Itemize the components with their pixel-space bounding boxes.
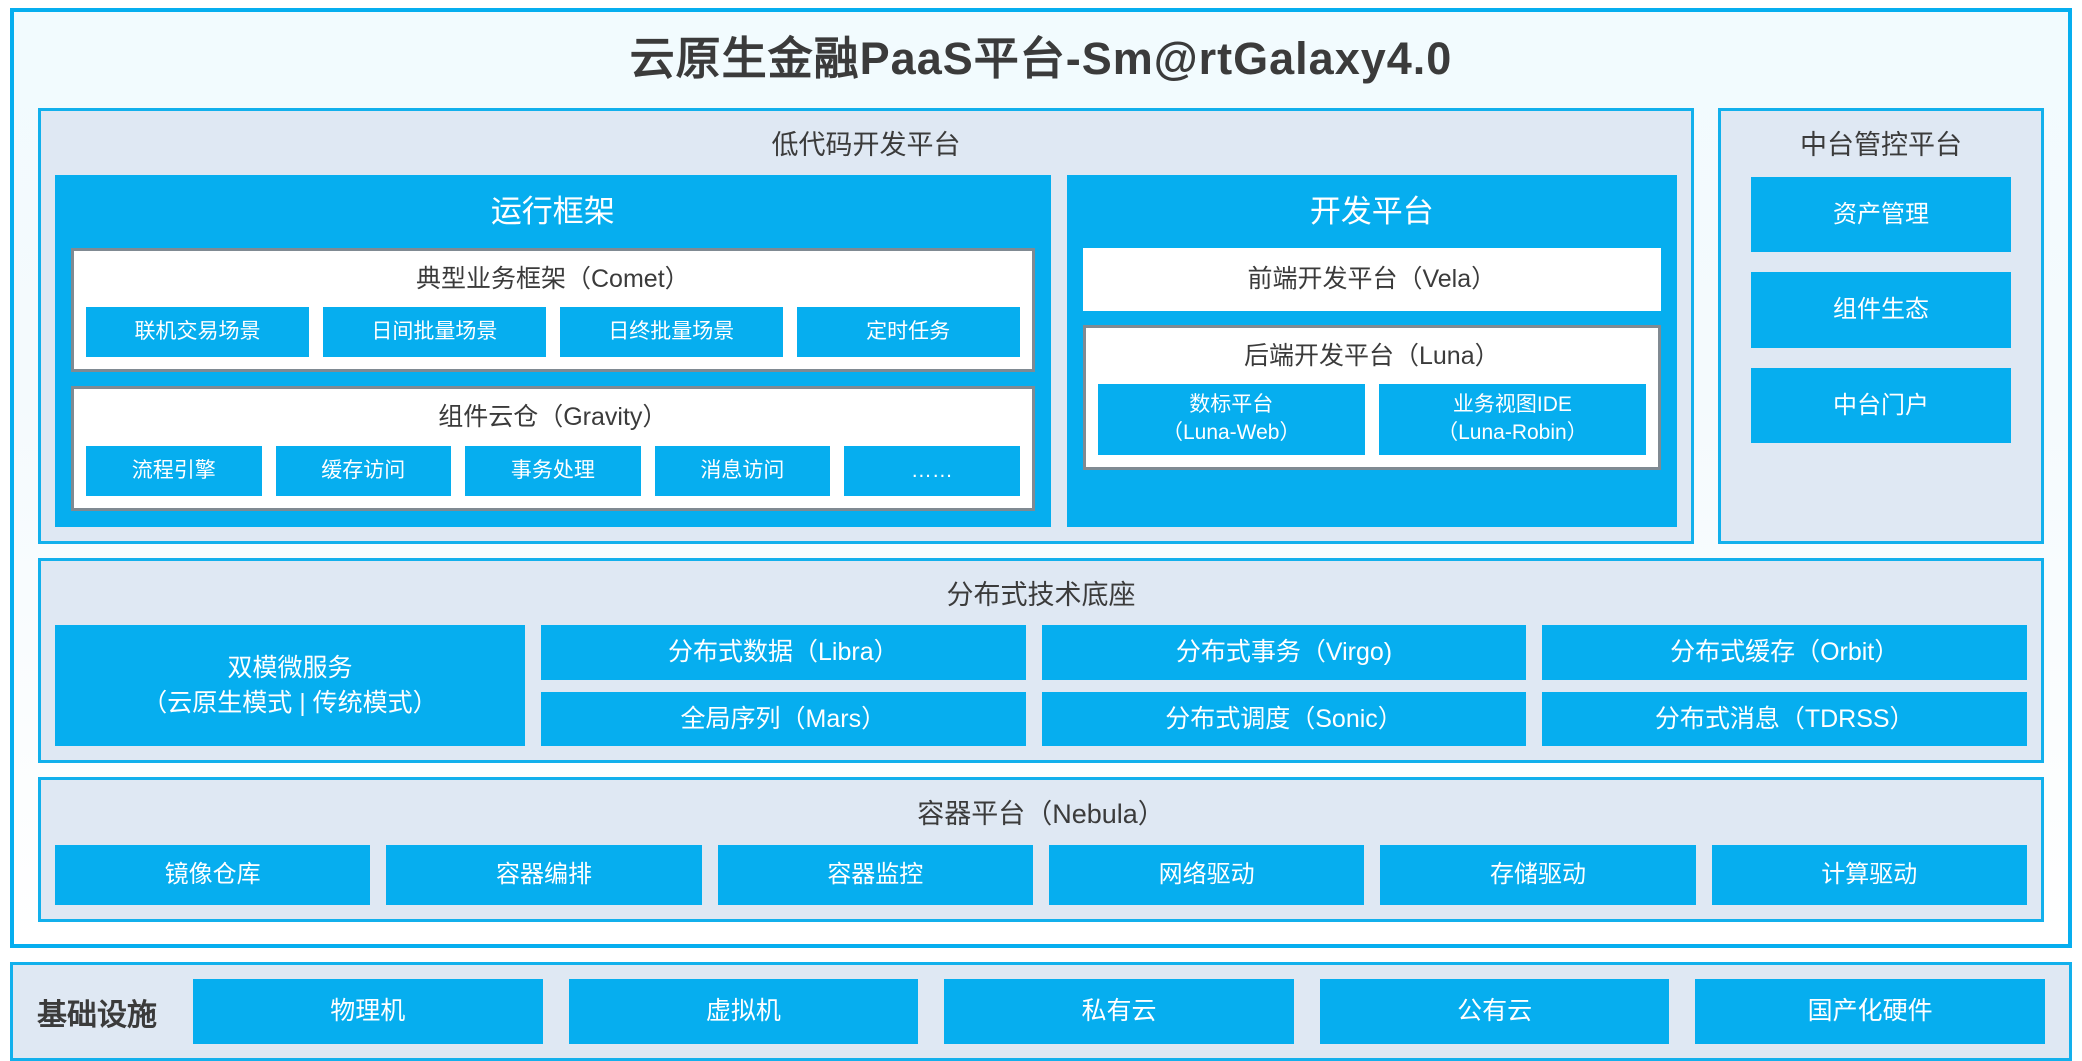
infra-cell-domestic-hardware[interactable]: 国产化硬件 (1695, 979, 2045, 1044)
dual-mode-microservice-column: 双模微服务 （云原生模式 | 传统模式） (55, 625, 525, 747)
infra-cell-public-cloud[interactable]: 公有云 (1319, 979, 1670, 1044)
console-platform-title: 中台管控平台 (1800, 129, 1962, 160)
comet-chip-row: 联机交易场景 日间批量场景 日终批量场景 定时任务 (86, 307, 1020, 358)
infra-cell-virtual-machine[interactable]: 虚拟机 (568, 979, 919, 1044)
gravity-box: 组件云仓（Gravity） 流程引擎 缓存访问 事务处理 消息访问 …… (71, 386, 1035, 511)
distributed-base-panel: 分布式技术底座 双模微服务 （云原生模式 | 传统模式） 分布式数据（Libra… (38, 557, 2044, 764)
gravity-chip-cache-access[interactable]: 缓存访问 (275, 445, 452, 496)
luna-chip-luna-web[interactable]: 数标平台 （Luna-Web） (1097, 384, 1365, 455)
container-cell-image-registry[interactable]: 镜像仓库 (55, 844, 371, 906)
vela-title: 前端开发平台（Vela） (1247, 264, 1497, 293)
container-platform-title: 容器平台（Nebula） (917, 799, 1165, 830)
comet-box: 典型业务框架（Comet） 联机交易场景 日间批量场景 日终批量场景 定时任务 (71, 247, 1035, 373)
console-item-portal[interactable]: 中台门户 (1751, 367, 2011, 443)
lowcode-columns: 运行框架 典型业务框架（Comet） 联机交易场景 日间批量场景 日终批量场景 … (55, 175, 1677, 527)
distributed-base-title: 分布式技术底座 (946, 579, 1136, 610)
console-item-asset-management[interactable]: 资产管理 (1751, 177, 2011, 253)
gravity-chip-more[interactable]: …… (844, 445, 1020, 496)
luna-box: 后端开发平台（Luna） 数标平台 （Luna-Web） 业务视图IDE （Lu… (1082, 324, 1661, 470)
distributed-column-2: 分布式事务（Virgo) 分布式调度（Sonic） (1041, 625, 1527, 747)
luna-title: 后端开发平台（Luna） (1244, 341, 1500, 370)
distributed-grid: 双模微服务 （云原生模式 | 传统模式） 分布式数据（Libra） 全局序列（M… (55, 625, 2028, 747)
console-item-component-ecosystem[interactable]: 组件生态 (1751, 272, 2011, 348)
container-cell-compute-driver[interactable]: 计算驱动 (1711, 844, 2027, 906)
comet-chip-intraday-batch[interactable]: 日间批量场景 (322, 307, 546, 358)
dist-cell-sonic[interactable]: 分布式调度（Sonic） (1041, 691, 1527, 747)
gravity-chip-message-access[interactable]: 消息访问 (654, 445, 831, 496)
development-platform-card: 开发平台 前端开发平台（Vela） 后端开发平台（Luna） 数标平台 (1066, 175, 1677, 527)
development-platform-title: 开发平台 (1309, 194, 1434, 230)
luna-chip-row: 数标平台 （Luna-Web） 业务视图IDE （Luna-Robin） (1097, 384, 1647, 455)
container-cell-orchestration[interactable]: 容器编排 (386, 844, 702, 906)
gravity-chip-row: 流程引擎 缓存访问 事务处理 消息访问 …… (86, 445, 1020, 496)
infra-cell-private-cloud[interactable]: 私有云 (944, 979, 1294, 1044)
container-cell-storage-driver[interactable]: 存储驱动 (1380, 844, 1696, 906)
infrastructure-label: 基础设施 (37, 998, 157, 1032)
infra-cell-physical-machine[interactable]: 物理机 (193, 979, 543, 1044)
luna-robin-sub: （Luna-Robin） (1437, 421, 1588, 445)
dual-mode-line-2: （云原生模式 | 传统模式） (142, 688, 438, 717)
dist-cell-libra[interactable]: 分布式数据（Libra） (541, 625, 1026, 680)
lowcode-platform-title: 低代码开发平台 (771, 129, 961, 160)
luna-web-label: 数标平台 (1189, 393, 1274, 416)
vela-box: 前端开发平台（Vela） (1082, 247, 1661, 311)
distributed-column-1: 分布式数据（Libra） 全局序列（Mars） (541, 625, 1026, 747)
container-cell-monitoring[interactable]: 容器监控 (717, 844, 1033, 906)
infrastructure-strip: 基础设施 物理机 虚拟机 私有云 公有云 国产化硬件 (10, 962, 2072, 1061)
development-platform-body: 前端开发平台（Vela） 后端开发平台（Luna） 数标平台 （Luna-Web… (1082, 247, 1661, 511)
container-platform-panel: 容器平台（Nebula） 镜像仓库 容器编排 容器监控 网络驱动 存储驱动 计算… (38, 777, 2044, 923)
luna-chip-luna-robin[interactable]: 业务视图IDE （Luna-Robin） (1378, 384, 1647, 455)
dual-mode-microservice-text: 双模微服务 （云原生模式 | 传统模式） (142, 651, 437, 720)
comet-chip-online-trade[interactable]: 联机交易场景 (86, 307, 309, 358)
runtime-framework-title: 运行框架 (490, 194, 615, 230)
runtime-framework-body: 典型业务框架（Comet） 联机交易场景 日间批量场景 日终批量场景 定时任务 … (71, 247, 1035, 511)
top-row: 低代码开发平台 运行框架 典型业务框架（Comet） 联机交易场景 日间批量场景 (38, 107, 2044, 544)
console-item-list: 资产管理 组件生态 中台门户 (1735, 175, 2027, 449)
container-cell-network-driver[interactable]: 网络驱动 (1048, 844, 1365, 906)
gravity-title: 组件云仓（Gravity） (438, 403, 668, 432)
container-platform-row: 镜像仓库 容器编排 容器监控 网络驱动 存储驱动 计算驱动 (55, 844, 2027, 906)
lowcode-platform-panel: 低代码开发平台 运行框架 典型业务框架（Comet） 联机交易场景 日间批量场景 (38, 107, 1694, 544)
dual-mode-line-1: 双模微服务 (227, 654, 353, 683)
dual-mode-microservice-cell[interactable]: 双模微服务 （云原生模式 | 传统模式） (55, 625, 525, 747)
comet-chip-eod-batch[interactable]: 日终批量场景 (559, 307, 783, 358)
dist-cell-mars[interactable]: 全局序列（Mars） (541, 691, 1026, 747)
gravity-chip-process-engine[interactable]: 流程引擎 (86, 445, 262, 496)
dist-cell-tdrss[interactable]: 分布式消息（TDRSS） (1542, 691, 2028, 747)
page-title: 云原生金融PaaS平台-Sm@rtGalaxy4.0 (629, 33, 1453, 84)
dist-cell-orbit[interactable]: 分布式缓存（Orbit） (1542, 625, 2028, 680)
platform-main-frame: 云原生金融PaaS平台-Sm@rtGalaxy4.0 低代码开发平台 运行框架 … (10, 8, 2072, 949)
luna-web-sub: （Luna-Web） (1161, 421, 1301, 445)
distributed-column-3: 分布式缓存（Orbit） 分布式消息（TDRSS） (1542, 625, 2028, 747)
dist-cell-virgo[interactable]: 分布式事务（Virgo) (1041, 625, 1527, 680)
luna-robin-label: 业务视图IDE (1452, 393, 1572, 416)
comet-chip-scheduled-task[interactable]: 定时任务 (796, 307, 1020, 358)
infrastructure-cells: 物理机 虚拟机 私有云 公有云 国产化硬件 (193, 979, 2045, 1044)
console-platform-panel: 中台管控平台 资产管理 组件生态 中台门户 (1718, 107, 2044, 544)
gravity-chip-transaction[interactable]: 事务处理 (465, 445, 641, 496)
runtime-framework-card: 运行框架 典型业务框架（Comet） 联机交易场景 日间批量场景 日终批量场景 … (55, 175, 1051, 527)
comet-title: 典型业务框架（Comet） (416, 264, 690, 293)
